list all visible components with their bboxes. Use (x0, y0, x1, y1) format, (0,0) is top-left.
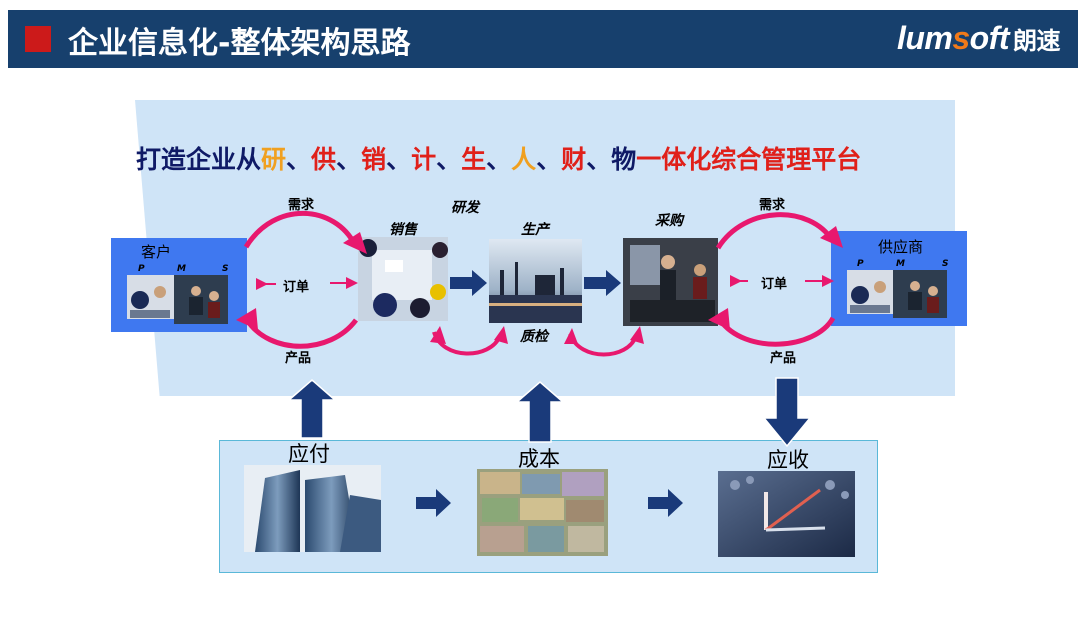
page-title: 企业信息化-整体架构思路 (68, 26, 411, 61)
customer-pms-m: M (177, 264, 186, 274)
sales-photo (358, 237, 448, 321)
logo-text: lumsoft (896, 20, 1010, 56)
receivable-photo (718, 471, 855, 557)
headline-segment: 计 (411, 145, 437, 174)
headline-segment: 财 (561, 145, 587, 174)
headline-segment: 供 (311, 145, 337, 174)
headline-segment: 、 (286, 145, 312, 174)
demand-label-left: 需求 (288, 198, 315, 213)
title-bar (8, 10, 1078, 68)
headline-segment: 研 (261, 145, 287, 174)
supplier-pms-p: P (857, 259, 864, 269)
qc-label: 质检 (520, 329, 548, 345)
product-flow-left (236, 308, 359, 349)
headline-segment: 、 (386, 145, 412, 174)
headline-segment: 、 (486, 145, 512, 174)
customer-label: 客户 (141, 243, 172, 261)
headline-segment: 人 (511, 145, 537, 174)
product-label-right: 产品 (770, 351, 797, 366)
purchase-photo (623, 238, 718, 326)
payable-photo (244, 465, 381, 552)
customer-pms-p: P (138, 264, 145, 274)
supplier-pms-m: M (896, 259, 905, 269)
product-flow-right (708, 308, 836, 347)
arrow-receivable-down (762, 377, 812, 448)
demand-flow-right (715, 212, 843, 250)
arrow-production-to-purchase (584, 270, 621, 296)
receivable-label: 应收 (767, 448, 809, 472)
headline-segment: 销 (361, 145, 387, 174)
headline-segment: 一体化综合管理平台 (636, 145, 862, 174)
headline-segment: 、 (336, 145, 362, 174)
headline-segment: 生 (461, 145, 487, 174)
supplier-photo-1 (847, 270, 893, 314)
payable-label: 应付 (288, 442, 330, 466)
supplier-photo-2 (893, 270, 947, 318)
arrow-payable-to-cost (416, 489, 451, 517)
order-label-left: 订单 (283, 280, 310, 295)
rnd-label: 研发 (451, 200, 479, 216)
customer-photo-1 (127, 275, 175, 319)
product-label-left: 产品 (285, 351, 312, 366)
logo-cn: 朗速 (1013, 28, 1061, 55)
headline-segment: 物 (611, 145, 637, 174)
headline-segment: 打造企业从 (136, 145, 262, 174)
customer-photo-2 (174, 275, 228, 324)
arrow-sales-to-production (450, 270, 487, 296)
arrow-cost-to-receivable (648, 489, 683, 517)
headline-segment: 、 (436, 145, 462, 174)
arrow-cost-up (514, 381, 566, 443)
supplier-pms-s: S (942, 259, 949, 269)
headline-segment: 、 (586, 145, 612, 174)
cost-label: 成本 (518, 447, 560, 471)
production-label: 生产 (521, 222, 549, 238)
order-label-right: 订单 (761, 277, 788, 292)
customer-pms-s: S (222, 264, 229, 274)
cost-photo (477, 469, 608, 556)
qc-loop-right (564, 326, 644, 357)
arrow-payable-up (286, 379, 338, 439)
purchase-label: 采购 (655, 213, 683, 229)
title-marker-square (25, 26, 51, 52)
demand-label-right: 需求 (759, 198, 786, 213)
supplier-label: 供应商 (878, 238, 924, 256)
qc-loop-left (430, 326, 508, 356)
demand-flow-left (243, 210, 367, 254)
sales-label: 销售 (389, 222, 417, 238)
headline-segment: 、 (536, 145, 562, 174)
platform-headline: 打造企业从研、供、销、计、生、人、财、物一体化综合管理平台 (136, 140, 861, 176)
production-photo (489, 239, 582, 323)
